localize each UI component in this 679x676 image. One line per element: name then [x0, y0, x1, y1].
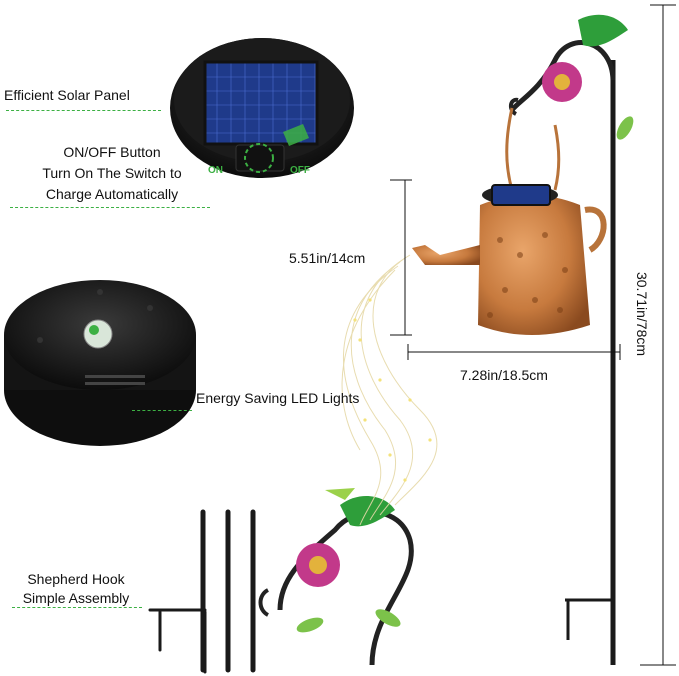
solar-panel-label: Efficient Solar Panel: [4, 87, 130, 103]
stake-parts-image: [148, 509, 256, 674]
solar-panel-leader: [6, 110, 161, 111]
switch-off-mark: OFF: [290, 165, 310, 176]
switch-leader: [10, 207, 210, 208]
switch-label-line2: Turn On The Switch to: [42, 165, 182, 181]
width-dimension-label: 7.28in/18.5cm: [460, 367, 548, 383]
switch-on-mark: ON: [208, 165, 223, 176]
dimension-lines: [390, 4, 676, 666]
tall-stake-image: [509, 14, 634, 665]
switch-label-line3: Charge Automatically: [45, 186, 179, 202]
hook-label-line1: Shepherd Hook: [27, 571, 125, 587]
watering-can-image: [412, 107, 607, 335]
hook-with-hummingbird-image: [258, 488, 414, 666]
led-dots: [353, 298, 432, 482]
solar-lid-image: [170, 38, 354, 178]
led-base-image: [4, 280, 196, 446]
switch-label-line1: ON/OFF Button: [63, 144, 161, 160]
hook-label-line2: Simple Assembly: [22, 590, 130, 606]
hook-leader: [12, 607, 142, 608]
led-label: Energy Saving LED Lights: [196, 390, 360, 406]
total-height-label: 30.71in/78cm: [634, 271, 651, 357]
led-leader: [132, 410, 192, 411]
height-dimension-label: 5.51in/14cm: [289, 250, 366, 266]
led-light-strands: [341, 254, 438, 526]
